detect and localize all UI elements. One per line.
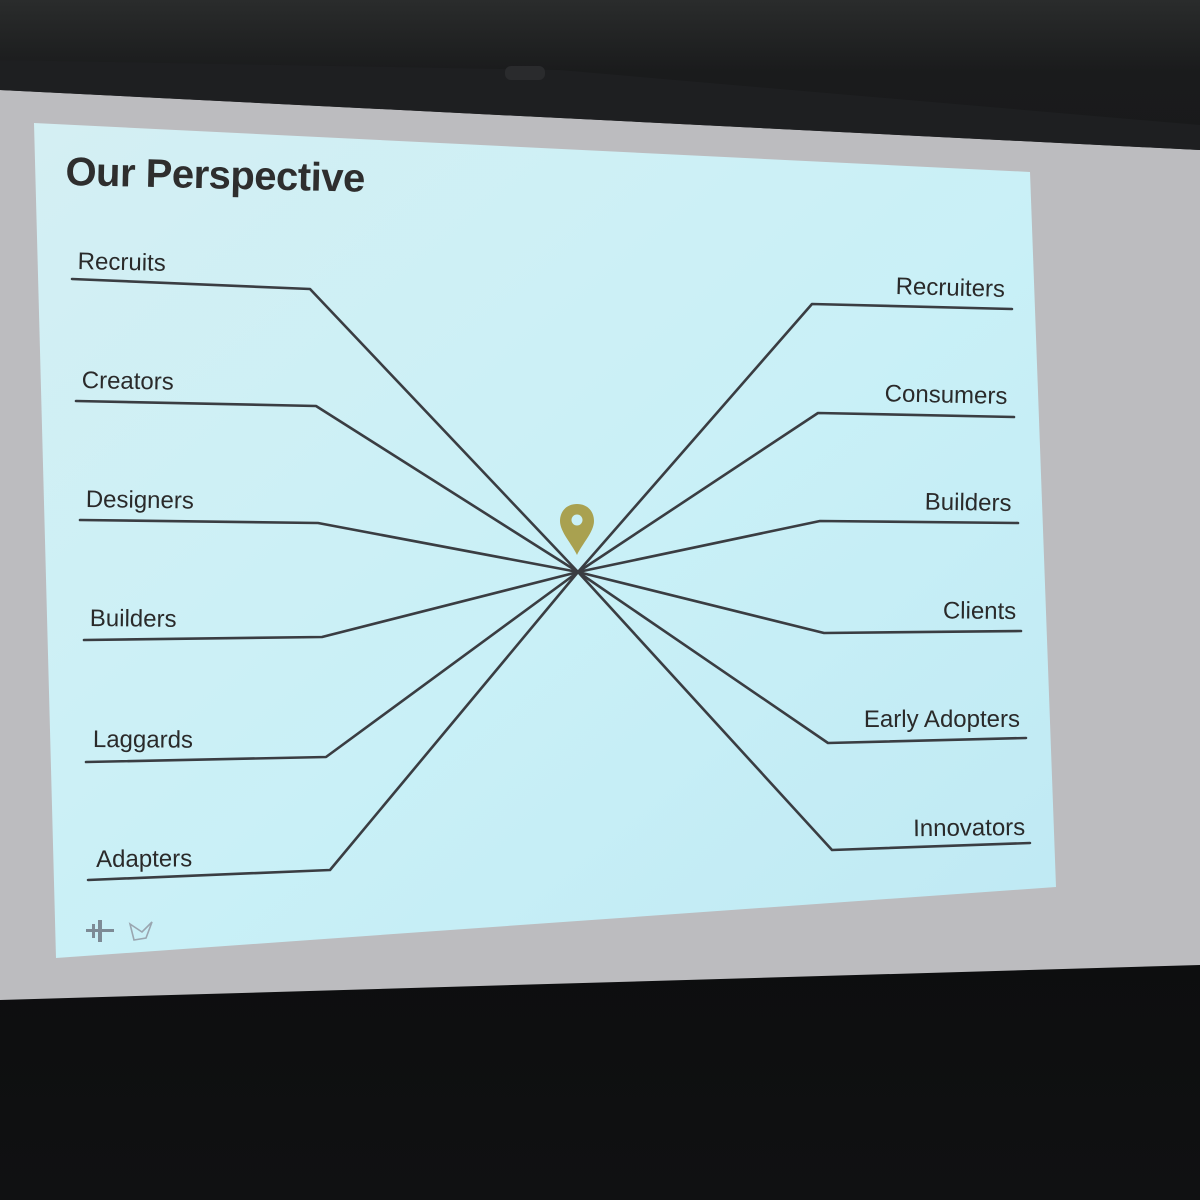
left-node-label: Designers: [85, 486, 195, 515]
left-node-label: Laggards: [92, 726, 194, 754]
left-node-label: Recruits: [77, 248, 167, 277]
location-pin-icon: [560, 504, 594, 555]
right-node-label: Early Adopters: [863, 706, 1020, 733]
left-connector-line-2: [74, 399, 580, 574]
logo-mark-icon: [86, 920, 114, 942]
left-connector-line-5: [84, 570, 580, 764]
left-connector-line-4: [82, 570, 580, 642]
right-connector-line-1: [576, 302, 1014, 574]
right-connector-line-4: [576, 570, 1023, 635]
left-connector-line-3: [78, 518, 580, 574]
left-node-label: Creators: [81, 367, 175, 396]
right-connector-line-5: [576, 570, 1028, 745]
right-node-label: Consumers: [884, 380, 1008, 410]
right-connector-line-3: [576, 519, 1020, 574]
right-node-label: Clients: [942, 597, 1016, 625]
right-connector-line-2: [576, 411, 1016, 574]
right-node-label: Recruiters: [894, 272, 1005, 303]
slide-background: [34, 123, 1056, 958]
connector-lines: [70, 277, 1032, 882]
right-connector-line-6: [576, 570, 1032, 852]
left-connector-line-1: [70, 277, 580, 574]
left-node-label: Adapters: [96, 845, 193, 873]
left-connector-line-6: [86, 570, 580, 882]
right-node-label: Builders: [924, 488, 1012, 517]
screen-hook: [505, 66, 545, 80]
bird-icon: [128, 921, 153, 941]
right-node-label: Innovators: [912, 814, 1026, 843]
left-node-label: Builders: [89, 605, 177, 633]
screen-housing-bar: [0, 60, 1200, 150]
